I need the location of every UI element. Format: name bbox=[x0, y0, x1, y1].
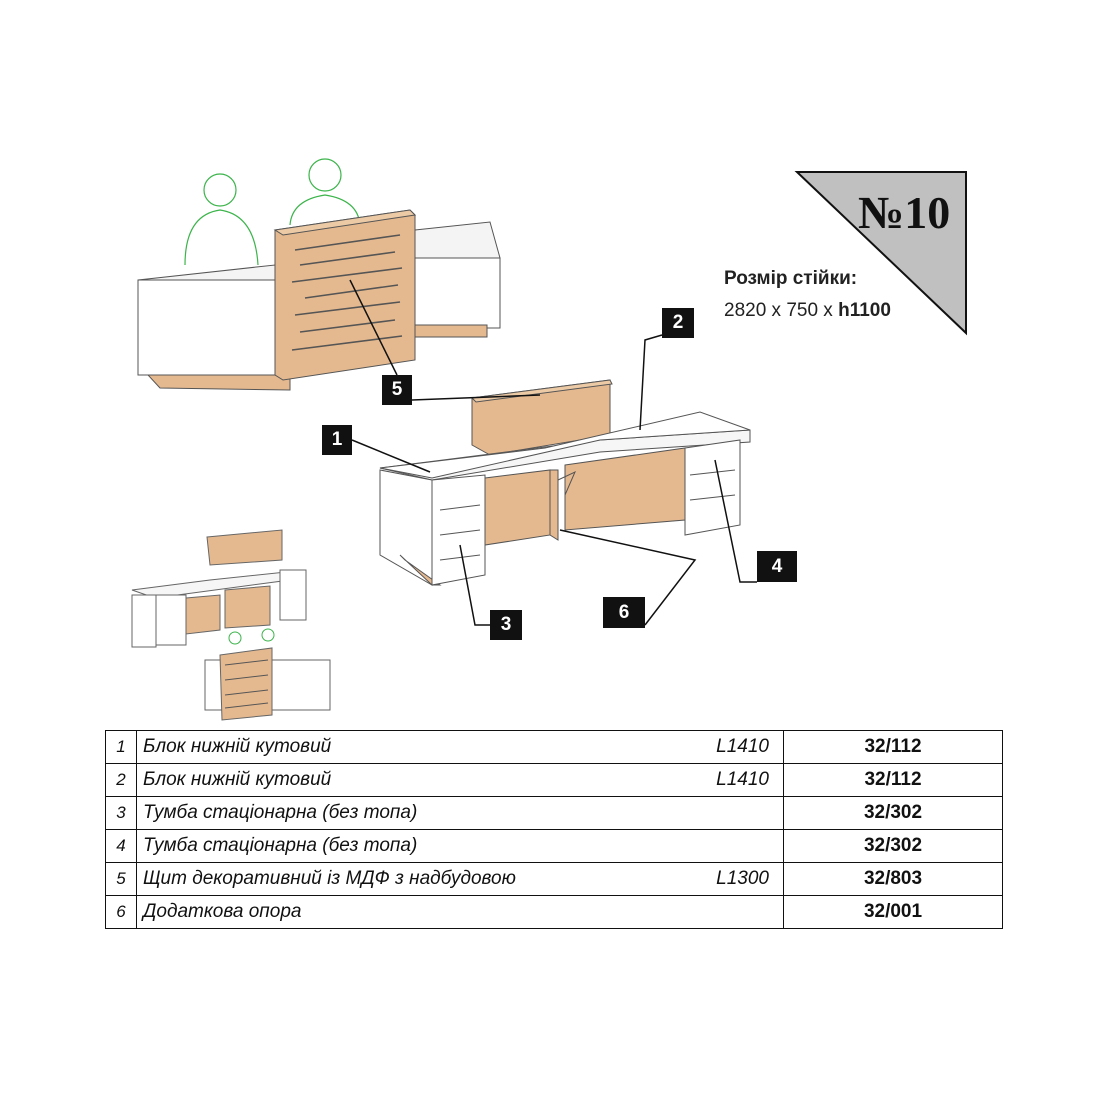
callout-5: 5 bbox=[382, 375, 412, 405]
callout-4: 4 bbox=[757, 551, 797, 582]
callout-1: 1 bbox=[322, 425, 352, 455]
part-code: 32/302 bbox=[783, 796, 1003, 830]
size-dims: 2820 x 750 x bbox=[724, 300, 839, 321]
part-name: Блок нижній кутовий bbox=[143, 736, 332, 757]
part-name: Блок нижній кутовий bbox=[143, 769, 332, 790]
part-code: 32/803 bbox=[783, 862, 1003, 896]
table-row: 4 Тумба стаціонарна (без топа) 32/302 bbox=[105, 829, 1003, 863]
person-figure-icon bbox=[184, 158, 361, 266]
part-description: Додаткова опора bbox=[136, 895, 784, 929]
part-number: 5 bbox=[105, 862, 137, 896]
front-view-drawing bbox=[137, 158, 501, 391]
part-length: L1410 bbox=[716, 769, 769, 790]
table-row: 3 Тумба стаціонарна (без топа) 32/302 bbox=[105, 796, 1003, 830]
part-description: Блок нижній кутовий L1410 bbox=[136, 763, 784, 797]
callout-3: 3 bbox=[490, 610, 522, 640]
part-description: Тумба стаціонарна (без топа) bbox=[136, 829, 784, 863]
part-length: L1300 bbox=[716, 868, 769, 889]
part-length: L1410 bbox=[716, 736, 769, 757]
part-description: Тумба стаціонарна (без топа) bbox=[136, 796, 784, 830]
thumbnail-drawings bbox=[131, 529, 331, 721]
part-name: Тумба стаціонарна (без топа) bbox=[143, 802, 418, 823]
part-code: 32/112 bbox=[783, 730, 1003, 764]
corner-triangle bbox=[794, 171, 967, 336]
part-name: Додаткова опора bbox=[143, 901, 302, 922]
size-label: Розмір стійки: bbox=[724, 268, 858, 289]
leader-lines bbox=[349, 279, 757, 626]
part-description: Блок нижній кутовий L1410 bbox=[136, 730, 784, 764]
model-number: №10 bbox=[858, 187, 951, 238]
part-code: 32/302 bbox=[783, 829, 1003, 863]
part-code: 32/001 bbox=[783, 895, 1003, 929]
part-number: 1 bbox=[105, 730, 137, 764]
part-number: 3 bbox=[105, 796, 137, 830]
table-row: 6 Додаткова опора 32/001 bbox=[105, 895, 1003, 929]
table-row: 2 Блок нижній кутовий L1410 32/112 bbox=[105, 763, 1003, 797]
main-counter-drawing bbox=[379, 379, 751, 586]
callout-2: 2 bbox=[662, 308, 694, 338]
callout-6: 6 bbox=[603, 597, 645, 628]
table-row: 1 Блок нижній кутовий L1410 32/112 bbox=[105, 730, 1003, 764]
table-row: 5 Щит декоративний із МДФ з надбудовою L1… bbox=[105, 862, 1003, 896]
part-number: 4 bbox=[105, 829, 137, 863]
size-value: 2820 x 750 x h1100 bbox=[724, 300, 891, 322]
size-height: h1100 bbox=[838, 300, 891, 321]
part-number: 2 bbox=[105, 763, 137, 797]
part-number: 6 bbox=[105, 895, 137, 929]
part-description: Щит декоративний із МДФ з надбудовою L130… bbox=[136, 862, 784, 896]
part-code: 32/112 bbox=[783, 763, 1003, 797]
part-name: Щит декоративний із МДФ з надбудовою bbox=[143, 868, 516, 889]
part-name: Тумба стаціонарна (без топа) bbox=[143, 835, 418, 856]
